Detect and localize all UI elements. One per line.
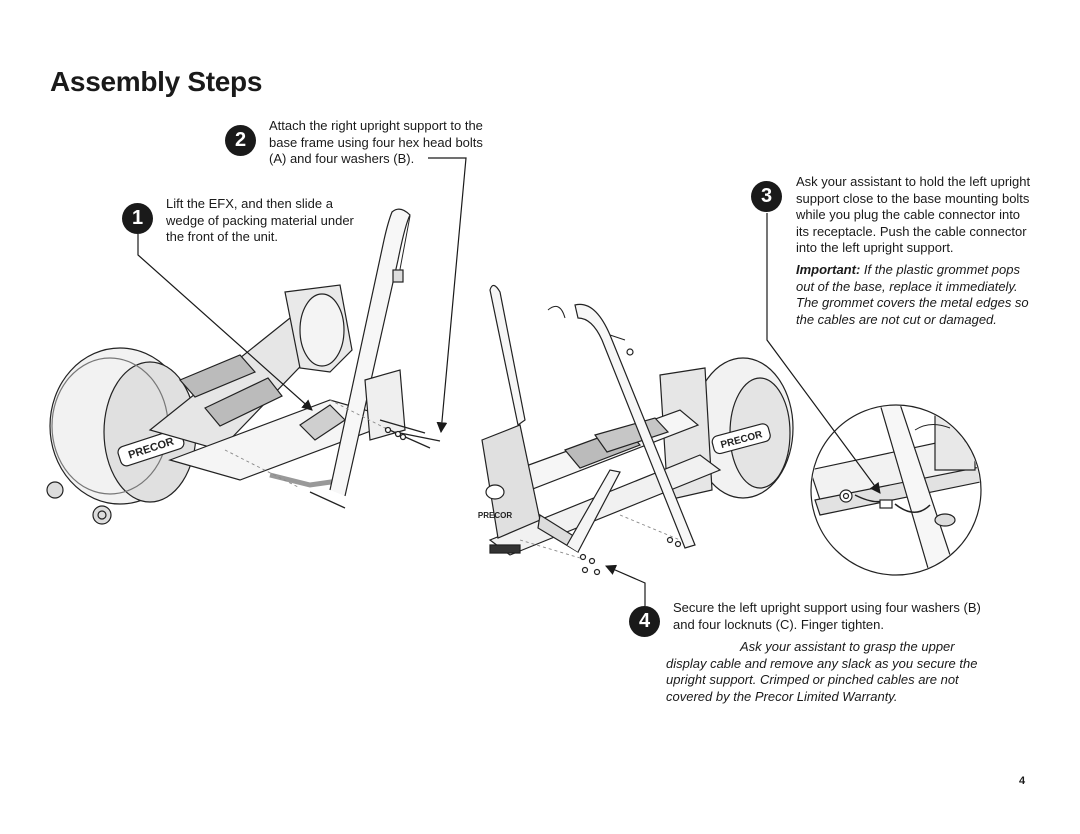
step-3-text: Ask your assistant to hold the left upri… xyxy=(796,174,1030,257)
step-4-line: and four locknuts (C). Finger tighten. xyxy=(673,616,884,632)
note-line: covered by the Precor Limited Warranty. xyxy=(666,688,898,704)
step-3-line: its receptacle. Push the cable connector xyxy=(796,223,1027,239)
step-4-text: Secure the left upright support using fo… xyxy=(673,600,981,633)
important-label: Important: xyxy=(796,262,861,277)
step-4-note: Ask your assistant to grasp the upper di… xyxy=(666,639,977,705)
note-line: upright support. Crimped or pinched cabl… xyxy=(666,672,959,687)
important-text: If the plastic grommet pops xyxy=(860,262,1020,277)
step-3-important-note: Important: If the plastic grommet pops o… xyxy=(796,262,1029,328)
page-title: Assembly Steps xyxy=(50,66,263,97)
important-first-line: Important: If the plastic grommet pops xyxy=(796,262,1029,279)
efx-unit-right-illustration: PRECOR PRECOR xyxy=(478,284,794,576)
note-line: display cable and remove any slack as yo… xyxy=(666,655,978,671)
step-2-text: Attach the right upright support to the … xyxy=(269,118,483,168)
step-1-text: Lift the EFX, and then slide a wedge of … xyxy=(166,196,354,246)
step-3-line: Ask your assistant to hold the left upri… xyxy=(796,174,1031,189)
step-3-badge: 3 xyxy=(751,181,782,212)
step-4-badge: 4 xyxy=(629,606,660,637)
page-number: 4 xyxy=(1019,775,1026,787)
step-3-line: into the left upright support. xyxy=(796,240,954,255)
step-1-badge: 1 xyxy=(122,203,153,234)
step-3-line: support close to the base mounting bolts xyxy=(796,190,1030,206)
step-4-line: Secure the left upright support using fo… xyxy=(673,600,981,615)
callout-arrow-icon xyxy=(137,157,881,606)
important-line: The grommet covers the metal edges so xyxy=(796,295,1029,310)
cable-connector-detail-illustration xyxy=(810,404,982,576)
step-3-line: while you plug the cable connector into xyxy=(796,207,1021,222)
step-2-line: base frame using four hex head bolts xyxy=(269,134,483,150)
brand-mark: PRECOR xyxy=(478,511,512,520)
step-2-line: (A) and four washers (B). xyxy=(269,151,415,166)
note-line: Ask your assistant to grasp the upper xyxy=(740,639,955,654)
step-1-line: Lift the EFX, and then slide a xyxy=(166,196,333,211)
important-line: the cables are not cut or damaged. xyxy=(796,311,997,327)
step-2-badge: 2 xyxy=(225,125,256,156)
step-1-line: wedge of packing material under xyxy=(166,212,354,228)
important-line: out of the base, replace it immediately. xyxy=(796,278,1018,294)
step-2-line: Attach the right upright support to the xyxy=(269,118,483,133)
step-1-line: the front of the unit. xyxy=(166,229,279,244)
efx-unit-left-illustration: PRECOR xyxy=(46,208,441,525)
